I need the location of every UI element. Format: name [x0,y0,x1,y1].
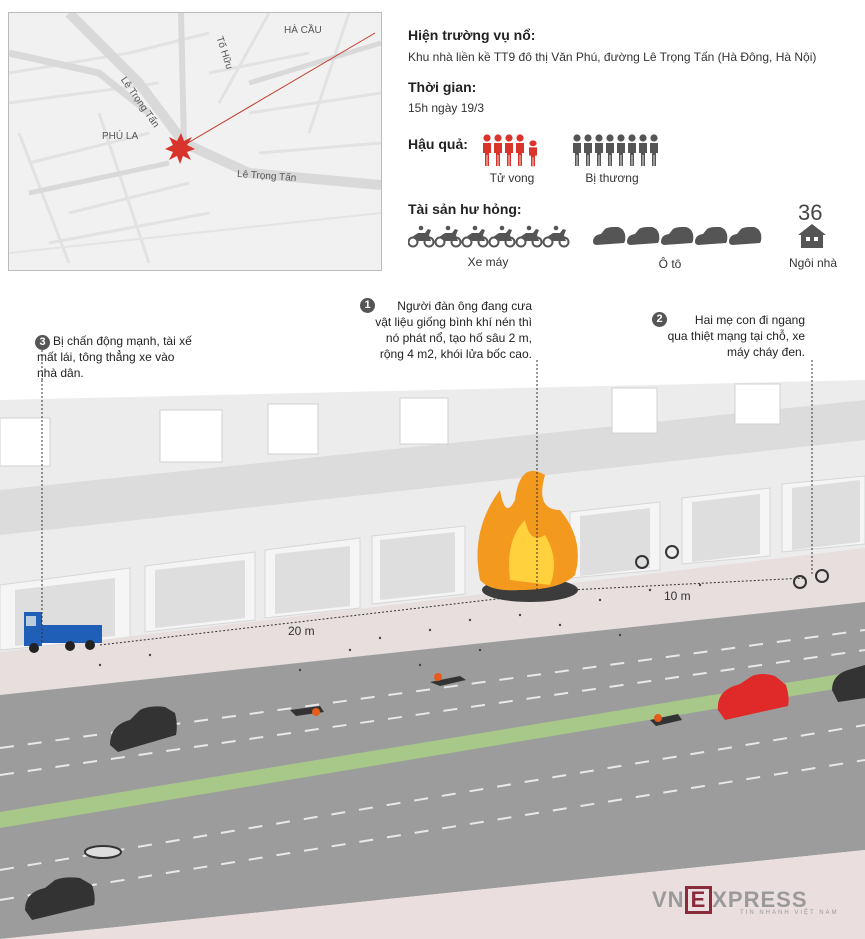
area-label-phu-la: PHÚ LA [102,131,139,142]
vnexpress-tagline: TIN NHANH VIỆT NAM [740,910,839,916]
house-count: 36 [798,200,823,225]
annotation-1-text: Người đàn ông đang cưa vật liệu giống bì… [375,299,532,361]
time-text: 15h ngày 19/3 [408,101,485,115]
house-icon [798,224,826,248]
location-text: Khu nhà liền kề TT9 đô thị Văn Phú, đườn… [408,50,817,64]
annotation-leaders [41,350,813,380]
location-heading: Hiện trường vụ nổ: [408,27,536,43]
car-red [717,674,789,720]
time-heading: Thời gian: [408,79,477,95]
death-person-icons [483,134,537,167]
map-streets [9,13,381,270]
distance-20m-label: 20 m [288,624,315,638]
casualty-icons [483,134,658,167]
annotation-3-badge: 3 [35,335,50,350]
car-icons [593,227,762,245]
annotation-2-badge: 2 [652,312,667,327]
motorbike-label: Xe máy [467,255,509,269]
scene-motorbikes [84,545,829,859]
deaths-label: Tử vong [489,171,535,185]
explosion-scene [0,380,865,939]
scene-victims [290,673,682,726]
street-label-ha-cau: HÀ CẦU [284,25,322,36]
motorbike-icons [408,225,570,248]
consequence-heading: Hậu quả: [408,136,468,152]
car-grey-bottom [25,877,95,920]
injured-label: Bị thương [585,171,639,185]
annotation-3-text: Bị chấn động mạnh, tài xế mất lái, tông … [37,334,192,380]
damage-heading: Tài sản hư hỏng: [408,201,522,217]
car-grey-right [832,665,865,702]
annotation-2-text: Hai mẹ con đi ngang qua thiệt mạng tại c… [667,313,805,359]
injured-person-icons [573,134,658,166]
car-label: Ô tô [658,257,682,271]
truck [24,612,102,653]
annotation-1-badge: 1 [360,298,375,313]
distance-10m-label: 10 m [664,589,691,603]
distance-line-10m [569,577,806,591]
house-label: Ngôi nhà [788,256,838,270]
location-map: Tố Hữu HÀ CẦU Lê Trọng Tấn PHÚ LA Lê Trọ… [8,12,382,271]
car-grey-left [110,706,177,752]
